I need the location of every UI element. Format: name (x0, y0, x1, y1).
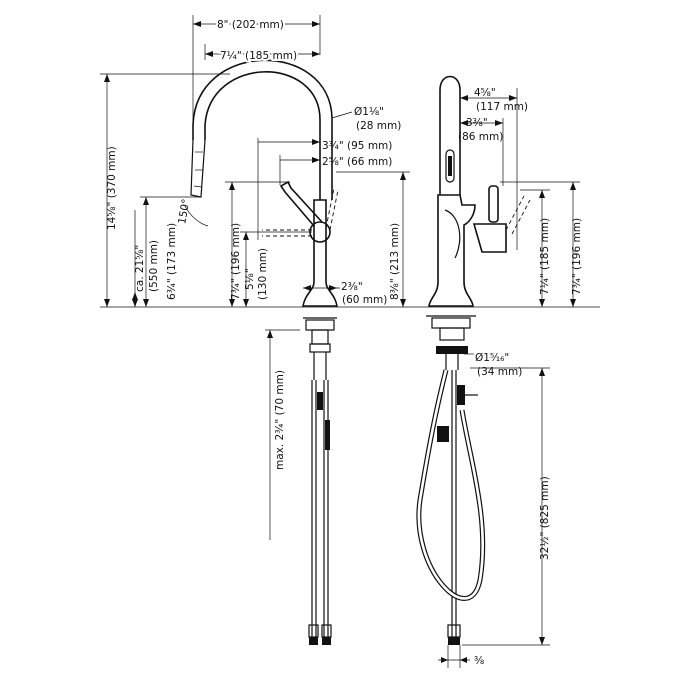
width-spout-label: 7¼" (185 mm) (220, 50, 297, 62)
height-lever-label: 7¾" (196 mm) (230, 223, 242, 300)
height-total-label: 14⅝" (370 mm) (106, 146, 118, 230)
spout-diameter-mm-label: (28 mm) (356, 120, 401, 132)
base-width-mm-label: (60 mm) (342, 294, 387, 306)
max-thickness-label: max. 2¾" (70 mm) (274, 370, 286, 470)
reach-handle-inner-label: 2⅝" (66 mm) (322, 156, 392, 168)
side-view (416, 75, 531, 645)
height-max-mm-label: (550 mm) (148, 240, 160, 292)
front-dimensions: 8" (202 mm) 7¼" (185 mm) Ø1⅛" (28 mm) 3¾… (100, 15, 410, 540)
front-view: 150° (176, 59, 339, 645)
reach-handle-label: 3¾" (95 mm) (322, 140, 392, 152)
swivel-angle-label: 150° (176, 198, 192, 225)
spout-diameter-label: Ø1⅛" (354, 106, 384, 118)
width-total-label: 8" (202 mm) (217, 19, 284, 31)
hose-length-label: 32½" (825 mm) (539, 476, 551, 560)
hole-diameter-label: Ø1⁵⁄₁₆" (475, 352, 509, 364)
height-outlet-label: 6¾" (173 mm) (166, 223, 178, 300)
side-reach-inner-label: 3⅜" (466, 117, 488, 129)
height-max-label: ca. 21⅝" (134, 245, 146, 292)
hole-diameter-mm-label: (34 mm) (477, 366, 522, 378)
base-width-label: 2⅜" (341, 281, 363, 293)
side-height-inner-label: 7¼" (185 mm) (539, 218, 551, 295)
connector-label: ⅜ (474, 655, 484, 667)
height-body-label: 8⅜" (213 mm) (389, 223, 401, 300)
height-lever-inner-mm-label: (130 mm) (257, 248, 269, 300)
side-reach-label: 4⅝" (474, 87, 496, 99)
side-dimensions: 4⅝" (117 mm) 3⅜" (86 mm) 7¼" (185 mm) 7¾… (438, 87, 583, 668)
side-height-label: 7¾" (196 mm) (571, 218, 583, 295)
side-reach-mm-label: (117 mm) (476, 101, 528, 113)
height-lever-inner-label: 5⅛" (244, 268, 256, 290)
side-reach-inner-mm-label: (86 mm) (458, 131, 503, 143)
